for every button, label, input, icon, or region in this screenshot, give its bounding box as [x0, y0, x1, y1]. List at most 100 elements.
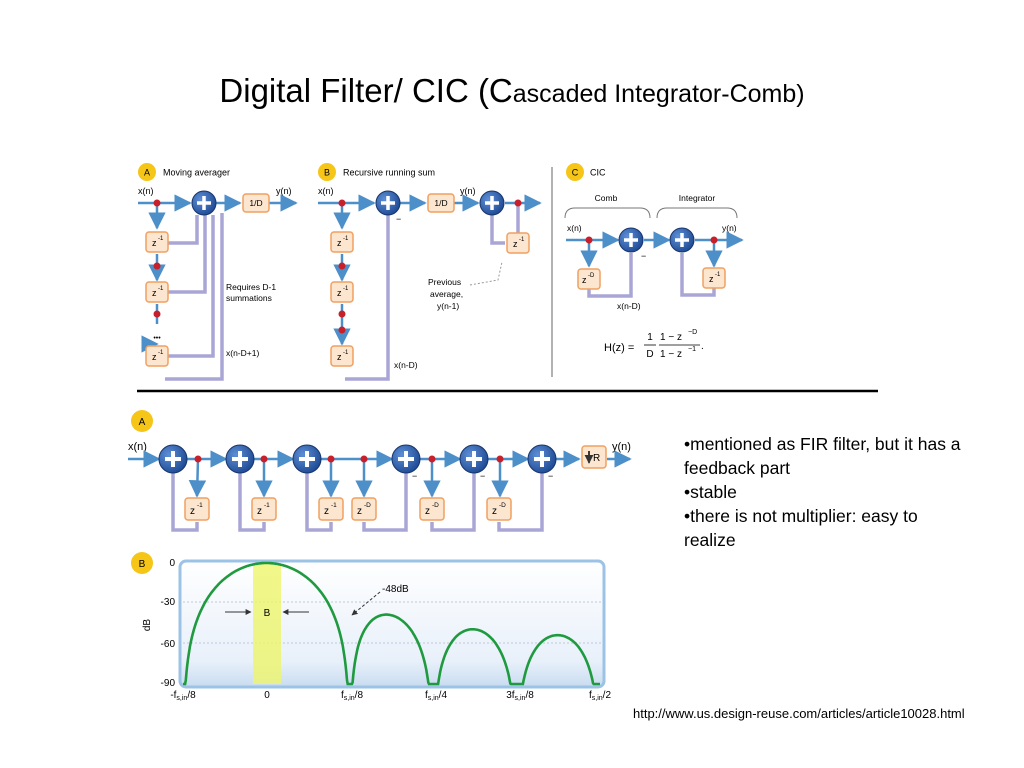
svg-text:-1: -1 — [158, 286, 164, 292]
tap-label: x(n-D+1) — [226, 348, 259, 358]
delay-block: z-1 — [702, 267, 726, 289]
panel-cic: C CIC Comb Integrator x(n) y(n) − z-D z-… — [564, 163, 744, 360]
bullet-item: •stable — [684, 482, 737, 502]
svg-text:-1: -1 — [343, 236, 349, 242]
signal-arrows — [138, 194, 298, 324]
badge-response — [131, 552, 153, 574]
svg-text:-1: -1 — [343, 286, 349, 292]
badge-c — [566, 163, 584, 181]
signal-arrows — [566, 231, 744, 268]
output-label: y(n) — [276, 186, 292, 196]
delay-text: z — [190, 506, 195, 517]
badge-a — [138, 163, 156, 181]
delay-block: z-1 — [330, 345, 354, 367]
svg-text:-90: -90 — [161, 678, 176, 689]
svg-text:z: z — [582, 275, 587, 285]
badge-cascade-text: A — [139, 417, 146, 428]
svg-text:−D: −D — [688, 329, 697, 336]
adder — [225, 444, 255, 474]
node — [338, 199, 346, 207]
adder — [527, 444, 557, 474]
delay-block: z-1 — [145, 345, 169, 367]
svg-text:R: R — [593, 453, 600, 464]
delay-block: z-1 — [145, 231, 169, 253]
passband-highlight — [253, 563, 281, 684]
delay-block: z-D — [577, 268, 601, 290]
title-rest: ascaded Integrator-Comb) — [512, 80, 805, 108]
node — [496, 455, 504, 463]
svg-text:-D: -D — [588, 273, 595, 279]
delay-block: z-D — [486, 497, 512, 521]
node — [260, 455, 268, 463]
svg-text:-60: -60 — [161, 639, 176, 650]
svg-text:D: D — [646, 349, 653, 360]
svg-text:z: z — [337, 238, 342, 248]
cic-cascade: A x(n) y(n) −−− z-1z-1z-1z-Dz-Dz-D R — [128, 410, 632, 532]
cascade-delays: z-1z-1z-1z-Dz-Dz-D — [184, 497, 512, 521]
minus-sign: − — [641, 251, 646, 261]
delay-text: z — [425, 506, 430, 517]
delay-block: z-1 — [330, 231, 354, 253]
comb-label: Comb — [595, 193, 618, 203]
node — [327, 455, 335, 463]
x-tick-label: 0 — [264, 690, 270, 701]
adder — [459, 444, 489, 474]
badge-b-text: B — [324, 168, 330, 178]
delay-block: z-1 — [318, 497, 344, 521]
minus-sign: − — [396, 214, 401, 224]
delay-block: z-1 — [330, 281, 354, 303]
ellipsis: ••• — [153, 335, 161, 342]
feedback-wires — [345, 203, 520, 381]
tap-label: x(n-D) — [617, 301, 641, 311]
delay-exp: -D — [499, 502, 506, 509]
feedback-wires — [165, 213, 224, 381]
y-axis-label: dB — [142, 619, 153, 632]
cascade-feedback-wires — [171, 473, 544, 532]
delay-exp: -1 — [264, 502, 270, 509]
response-curve — [183, 561, 600, 686]
x-tick-label: fs,in/4 — [425, 690, 447, 702]
title-main: Digital Filter/ CIC (C — [219, 72, 513, 109]
output-label: y(n) — [722, 223, 737, 233]
node — [710, 236, 718, 244]
adder — [669, 227, 695, 253]
delay-exp: -D — [364, 502, 371, 509]
delay-text: z — [492, 506, 497, 517]
page-title: Digital Filter/ CIC (Cascaded Integrator… — [0, 72, 1024, 110]
bullet-list: •mentioned as FIR filter, but it has a f… — [684, 432, 974, 552]
panel-moving-averager: A Moving averager x(n) y(n) ••• 1/D z-1 — [138, 163, 298, 381]
gain-block: 1/D — [427, 193, 455, 213]
svg-text:H(z) =: H(z) = — [604, 342, 634, 354]
transfer-function: H(z) = 1 D 1 − z −D 1 − z −1 . — [604, 329, 704, 360]
annotation-pointer — [351, 591, 381, 616]
delay-block: z-1 — [145, 281, 169, 303]
badge-a-text: A — [144, 168, 150, 178]
delay-exp: -D — [432, 502, 439, 509]
source-url: http://www.us.design-reuse.com/articles/… — [633, 706, 965, 721]
decimator-block: R — [581, 445, 607, 469]
svg-text:z: z — [152, 238, 157, 248]
svg-text:1: 1 — [647, 332, 653, 343]
bullet-item: •there is not multiplier: easy to realiz… — [684, 506, 918, 550]
cic-label: CIC — [590, 168, 606, 178]
node — [194, 455, 202, 463]
svg-text:-1: -1 — [158, 236, 164, 242]
panel-recursive-running-sum: B Recursive running sum x(n) y(n) − 1/D — [318, 163, 542, 381]
svg-text:.: . — [701, 341, 704, 352]
x-tick-label: fs,in/2 — [589, 690, 611, 702]
cascade-signal-arrows: −−− — [128, 450, 632, 498]
svg-text:z: z — [709, 274, 714, 284]
previous-average-note: y(n-1) — [437, 301, 459, 311]
grid — [183, 601, 601, 644]
node — [514, 199, 522, 207]
summations-note: summations — [226, 293, 272, 303]
badge-c-text: C — [572, 168, 579, 178]
node — [338, 262, 346, 270]
y-tick-labels: 0 -30 -60 -90 — [161, 558, 176, 689]
adder — [479, 190, 505, 216]
plot-frame — [178, 559, 606, 689]
node — [153, 310, 161, 318]
svg-text:1 − z: 1 − z — [660, 349, 682, 360]
node — [428, 455, 436, 463]
